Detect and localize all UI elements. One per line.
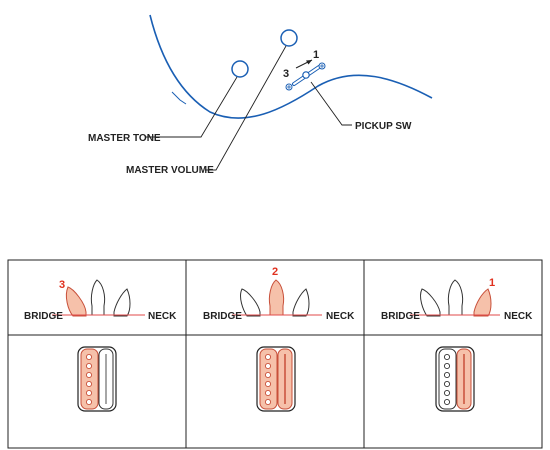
neck-label: NECK: [326, 311, 355, 322]
guitar-body-outline: [149, 14, 433, 119]
pole-pieces: [264, 353, 272, 406]
bridge-label: BRIDGE: [24, 311, 63, 322]
position-table: [7, 259, 543, 449]
neck-label: NECK: [504, 311, 533, 322]
master-tone-label: MASTER TONE: [88, 133, 161, 144]
switch-position-3-label: 3: [283, 68, 289, 80]
pickup-tip: [240, 288, 261, 317]
position-number: 1: [489, 277, 495, 289]
pickup-tip-active: [473, 288, 492, 317]
neck-label: NECK: [148, 311, 177, 322]
pole-pieces: [85, 353, 93, 406]
coil-active: [80, 348, 99, 410]
position-number: 2: [272, 266, 278, 278]
guitar-body-illustration: [149, 14, 433, 119]
body-edge-detail: [171, 91, 187, 105]
pickup-tip-active: [65, 286, 87, 317]
bridge-label: BRIDGE: [203, 311, 242, 322]
pickup-switch-leader: [310, 81, 352, 126]
bridge-label: BRIDGE: [381, 311, 420, 322]
pole-pieces: [443, 353, 451, 406]
position-number: 3: [59, 279, 65, 291]
humbucker-pickup: [256, 346, 296, 412]
pickup-tip: [447, 279, 464, 316]
master-volume-label: MASTER VOLUME: [126, 165, 214, 176]
position-2-tips: 2 BRIDGE NECK: [203, 266, 355, 322]
position-3-tips: 3 BRIDGE NECK: [24, 279, 177, 322]
master-volume-leader: [205, 45, 287, 171]
pickup-tip: [292, 288, 310, 317]
coil-active: [259, 348, 278, 410]
master-tone-knob[interactable]: [231, 60, 249, 78]
switch-tip: [302, 71, 310, 79]
pickup-tip: [90, 279, 106, 316]
master-tone-leader: [145, 76, 238, 138]
screw-icon: [318, 62, 326, 70]
pickup-switch-label: PICKUP SW: [355, 121, 412, 132]
humbucker-pickup: [77, 346, 117, 412]
switch-position-1-label: 1: [313, 49, 319, 61]
position-1-tips: 1 BRIDGE NECK: [381, 277, 533, 322]
pickup-switch[interactable]: [285, 62, 326, 91]
master-volume-knob[interactable]: [280, 29, 298, 47]
pickup-tip-active: [268, 279, 285, 316]
pickup-tip: [113, 288, 131, 317]
screw-icon: [285, 83, 293, 91]
switch-direction-arrow: [295, 59, 313, 69]
pickup-tip: [420, 288, 441, 317]
humbucker-pickup: [435, 346, 475, 412]
coil: [438, 348, 457, 410]
